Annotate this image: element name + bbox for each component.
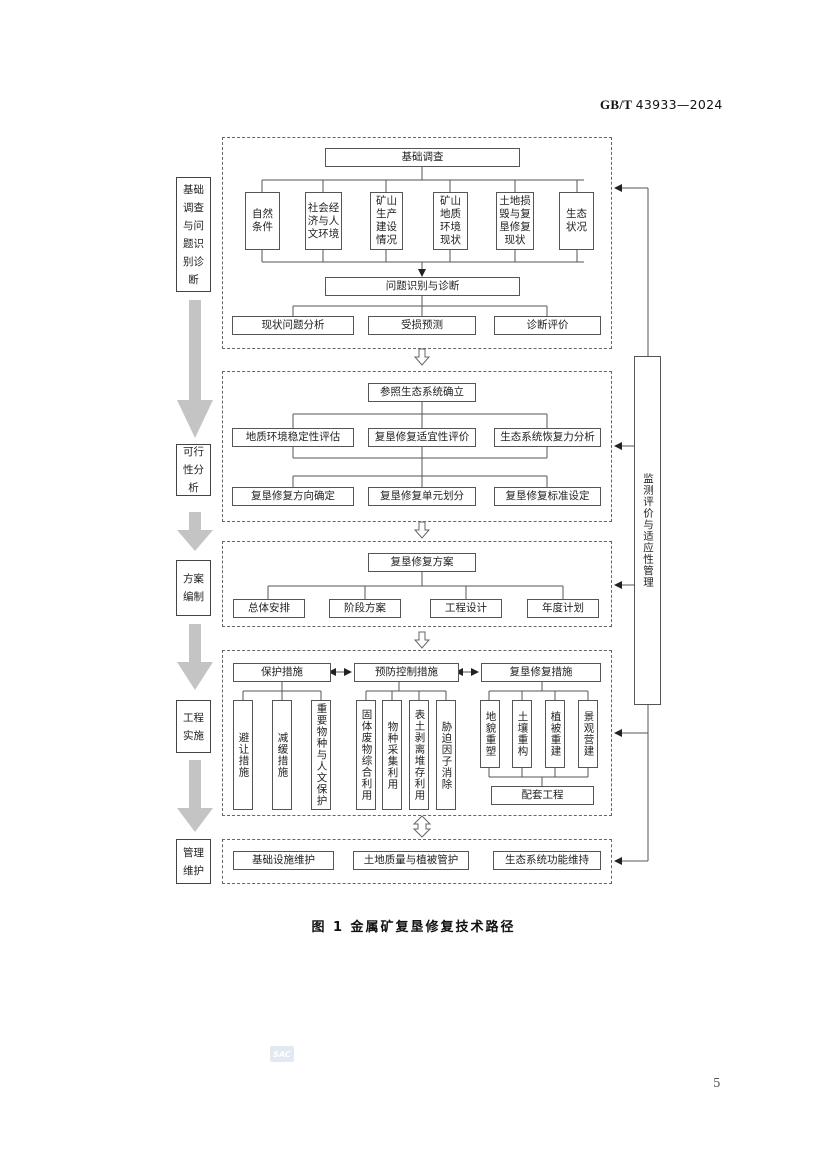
land-vegetation-management: 土地质量与植被管护 [353, 851, 469, 870]
vegetation-rebuilding: 植被重建 [545, 700, 565, 768]
engineering-design: 工程设计 [430, 599, 502, 618]
solid-waste-utilization: 固体废物综合利用 [356, 700, 376, 810]
page-number: 5 [713, 1076, 721, 1090]
unit-division: 复垦修复单元划分 [368, 487, 476, 506]
survey-item-ecology: 生态 状况 [559, 192, 594, 250]
section-plan [222, 541, 612, 627]
basic-survey-box: 基础调查 [325, 148, 520, 167]
restoration-plan-box: 复垦修复方案 [368, 553, 476, 572]
avoidance-measures: 避让措施 [233, 700, 253, 810]
stage-plan: 方案 编制 [176, 560, 211, 616]
standard-number-header: GB/T 43933—2024 [600, 97, 723, 113]
stage-maintenance: 管理 维护 [176, 839, 211, 884]
stage-feasibility: 可行 性分 析 [176, 444, 211, 496]
monitoring-label: 监测评价与适应性管理 [642, 473, 654, 588]
landscape-construction: 景观营建 [578, 700, 598, 768]
geo-stability-assessment: 地质环境稳定性评估 [232, 428, 354, 447]
ecosystem-function-maintenance: 生态系统功能维持 [493, 851, 601, 870]
section-implementation [222, 650, 612, 816]
species-collection: 物种采集利用 [382, 700, 402, 810]
stress-factor-elimination: 胁迫因子消除 [436, 700, 456, 810]
stage-implementation: 工程 实施 [176, 700, 211, 753]
survey-item-geo-environment: 矿山 地质 环境 现状 [433, 192, 468, 250]
monitoring-adaptive-management: 监测评价与适应性管理 [634, 356, 661, 705]
sac-watermark-logo: SAC [270, 1046, 294, 1062]
damage-prediction: 受损预测 [368, 316, 476, 335]
survey-item-land-damage: 土地损 毁与复 垦修复 现状 [496, 192, 534, 250]
problem-diagnosis-box: 问题识别与诊断 [325, 277, 520, 296]
prevention-control-measures: 预防控制措施 [354, 663, 459, 682]
section-maintenance [222, 839, 612, 884]
standard-setting: 复垦修复标准设定 [494, 487, 601, 506]
resilience-analysis: 生态系统恢复力分析 [494, 428, 601, 447]
topsoil-stripping: 表土剥离堆存利用 [409, 700, 429, 810]
supporting-engineering: 配套工程 [491, 786, 594, 805]
species-cultural-protection: 重要物种与人文保护 [311, 700, 331, 810]
landform-reshaping: 地貌重塑 [480, 700, 500, 768]
diagnosis-evaluation: 诊断评价 [494, 316, 601, 335]
standard-number: 43933—2024 [635, 97, 723, 112]
infrastructure-maintenance: 基础设施维护 [233, 851, 334, 870]
section-basic-survey [222, 137, 612, 349]
overall-arrangement: 总体安排 [233, 599, 305, 618]
survey-item-natural: 自然 条件 [245, 192, 280, 250]
annual-plan: 年度计划 [527, 599, 599, 618]
current-problem-analysis: 现状问题分析 [232, 316, 354, 335]
phase-plan: 阶段方案 [329, 599, 401, 618]
reference-ecosystem-box: 参照生态系统确立 [368, 383, 476, 402]
restoration-measures: 复垦修复措施 [481, 663, 601, 682]
section-transition-arrows [412, 348, 432, 838]
section-feasibility [222, 371, 612, 522]
mitigation-measures: 减缓措施 [272, 700, 292, 810]
protection-measures: 保护措施 [233, 663, 331, 682]
suitability-evaluation: 复垦修复适宜性评价 [368, 428, 476, 447]
stage-basic-survey: 基础 调查 与问 题识 别诊 断 [176, 177, 211, 292]
direction-determination: 复垦修复方向确定 [232, 487, 354, 506]
standard-prefix: GB/T [600, 97, 633, 112]
survey-item-mine-production: 矿山 生产 建设 情况 [370, 192, 403, 250]
figure-caption: 图 1 金属矿复垦修复技术路径 [311, 920, 516, 935]
soil-reconstruction: 土壤重构 [512, 700, 532, 768]
survey-item-socioeconomic: 社会经 济与人 文环境 [305, 192, 342, 250]
stage-flow-arrows [177, 300, 213, 832]
